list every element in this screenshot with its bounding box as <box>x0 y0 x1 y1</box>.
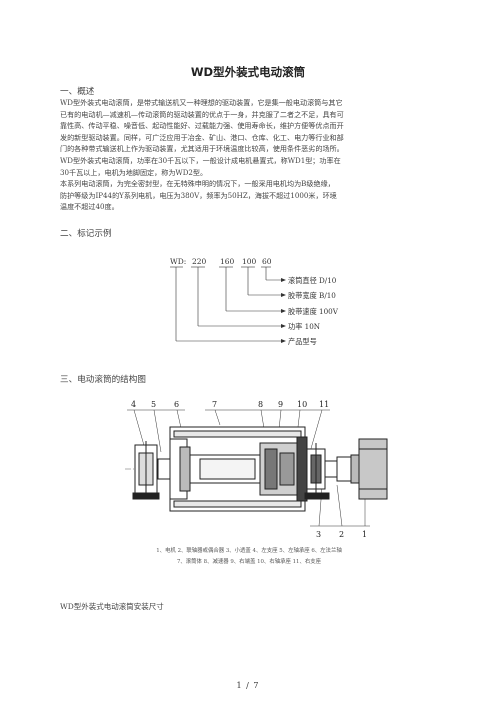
marking-label: 滚筒直径 D/10 <box>288 276 337 285</box>
marking-label: 产品型号 <box>288 337 317 346</box>
page-number: 1 / 7 <box>236 681 260 690</box>
overview-line: WD型外装式电动滚筒，是带式输送机又一种理想的驱动装置，它是集一般电动滚筒与其它 <box>60 98 343 107</box>
page-title: WD型外装式电动滚筒 <box>190 65 306 79</box>
overview-line: 温度不超过40度。 <box>60 202 119 212</box>
overview-line: 已有的电动机—减速机—传动滚筒的驱动装置的优点于一身，并克服了二者之不足，具有可 <box>60 109 344 119</box>
section-heading-structure: 三、电动滚筒的结构图 <box>60 375 146 385</box>
callout-number: 7 <box>212 400 217 409</box>
callout-number: 2 <box>339 530 344 539</box>
callout-number: 4 <box>131 400 136 409</box>
marking-label: 胶带速度 100V <box>288 307 339 316</box>
marking-label: 功率 10N <box>288 322 320 331</box>
callout-number: 9 <box>278 400 283 409</box>
overview-line: 30千瓦以上，电机为地脚固定，称为WD2型。 <box>60 167 208 177</box>
caption-line: 1、电机 2、联轴器或偶合器 3、小透盖 4、左支座 5、左轴承座 6、左法兰轴 <box>156 548 342 554</box>
drum-structure-drawing: 4 5 6 7 8 9 10 11 3 2 1 <box>125 400 388 539</box>
overview-paragraph: WD型外装式电动滚筒，是带式输送机又一种理想的驱动装置，它是集一般电动滚筒与其它… <box>60 97 438 213</box>
installation-dimensions-heading: WD型外装式电动滚筒安装尺寸 <box>60 602 164 611</box>
callout-number: 10 <box>297 400 307 409</box>
overview-line: 发的新型驱动装置。同样，可广泛应用于冶金、矿山、港口、仓库、化工、电力等行业和部 <box>60 132 344 142</box>
callout-number: 11 <box>319 400 329 409</box>
section-heading-overview: 一、概述 <box>60 87 95 97</box>
overview-line: 靠性高、传动平稳、噪音低、起动性能好、过载能力强、使用寿命长，维护方便等优点而开 <box>60 121 344 131</box>
caption-line: 7、滚筒体 8、减速器 9、右端盖 10、右轴承座 11、右支座 <box>176 559 322 566</box>
section-heading-marking: 二、标记示例 <box>60 229 112 239</box>
marking-code: 220 <box>192 257 207 266</box>
marking-code: 160 <box>220 257 235 266</box>
callout-number: 6 <box>174 400 179 409</box>
callout-number: 3 <box>316 530 321 539</box>
marking-prefix: WD: <box>170 257 186 266</box>
overview-line: 防护等级为IP44的Y系列电机，电压为380V，频率为50HZ，海拔不超过100… <box>60 190 337 200</box>
marking-code: 100 <box>242 257 257 266</box>
marking-label: 胶带宽度 B/10 <box>288 291 336 300</box>
marking-code: 60 <box>262 257 272 266</box>
overview-line: 门的各种带式输送机上作为驱动装置，尤其适用于环境温度比较高，使用条件恶劣的场所。 <box>60 144 344 154</box>
callout-number: 1 <box>362 530 367 539</box>
callout-number: 5 <box>151 400 156 409</box>
marking-leader-lines <box>170 266 285 342</box>
structure-caption: 1、电机 2、联轴器或偶合器 3、小透盖 4、左支座 5、左轴承座 6、左法兰轴… <box>60 546 438 568</box>
marking-example-diagram: WD: 220 160 100 60 <box>170 257 339 346</box>
overview-line: 本系列电动滚筒，为完全密封型，在无特殊申明的情况下，一般采用电机均为B级绝缘， <box>60 179 335 189</box>
overview-line: WD型外装式电动滚筒，功率在30千瓦以下，一般设计成电机悬置式，称WD1型；功率… <box>60 155 341 165</box>
callout-number: 8 <box>258 400 263 409</box>
